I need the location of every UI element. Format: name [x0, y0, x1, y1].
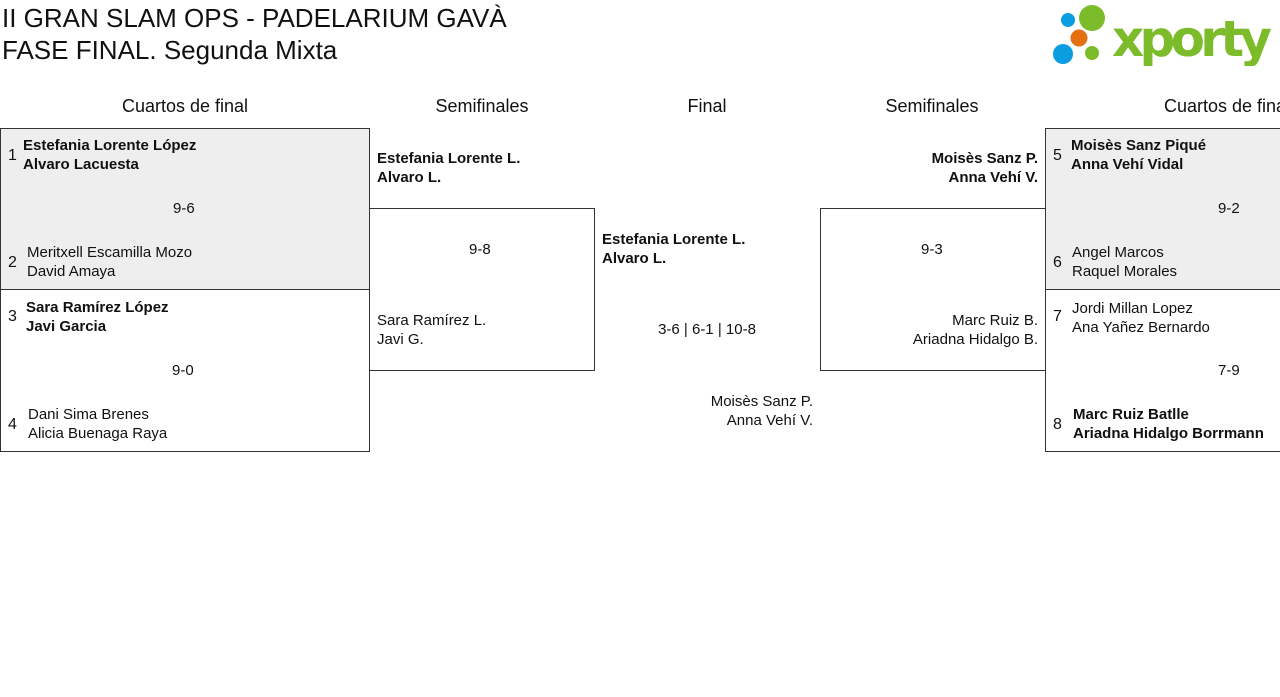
match-right-semi[interactable]: 9-3 Marc Ruiz B.Ariadna Hidalgo B.: [820, 208, 1046, 371]
match-score: 9-0: [172, 362, 194, 379]
seed-number: 7: [1053, 308, 1062, 325]
final-team-b: Moisès Sanz P.Anna Vehí V.: [710, 393, 813, 429]
seed-number: 1: [8, 147, 17, 164]
phase-title: FASE FINAL. Segunda Mixta: [2, 35, 338, 65]
header-right-quarterfinals: Cuartos de final: [1164, 96, 1280, 116]
right-semi-team-a: Moisès Sanz P.Anna Vehí V.: [931, 150, 1038, 186]
final-team-a: Estefania Lorente L.Alvaro L.: [602, 231, 746, 267]
tournament-title: II GRAN SLAM OPS - PADELARIUM GAVÀ: [2, 3, 507, 33]
match-score: 7-9: [1218, 362, 1240, 379]
seed-number: 5: [1053, 147, 1062, 164]
left-semi-team-a: Estefania Lorente L.Alvaro L.: [377, 150, 521, 186]
seed-number: 3: [8, 308, 17, 325]
match-left-semi[interactable]: 9-8 Sara Ramírez L.Javi G.: [369, 208, 595, 371]
svg-text:xporty: xporty: [1112, 10, 1272, 66]
xporty-logo: xporty: [1050, 4, 1275, 68]
match-score: 9-6: [173, 200, 195, 217]
seed-number: 6: [1053, 254, 1062, 271]
seed-number: 8: [1053, 416, 1062, 433]
seed-number: 4: [8, 416, 17, 433]
final-score: 3-6 | 6-1 | 10-8: [658, 321, 756, 338]
seed-number: 2: [8, 254, 17, 271]
header-final: Final: [687, 96, 727, 116]
match-score: 9-8: [469, 241, 491, 258]
match-score: 9-3: [921, 241, 943, 258]
match-score: 9-2: [1218, 200, 1240, 217]
header-right-semifinals: Semifinales: [885, 96, 979, 116]
header-left-semifinals: Semifinales: [435, 96, 529, 116]
right-semi-team-b: Marc Ruiz B.Ariadna Hidalgo B.: [912, 312, 1038, 348]
header-left-quarterfinals: Cuartos de final: [121, 96, 249, 116]
left-semi-team-b: Sara Ramírez L.Javi G.: [377, 312, 487, 348]
